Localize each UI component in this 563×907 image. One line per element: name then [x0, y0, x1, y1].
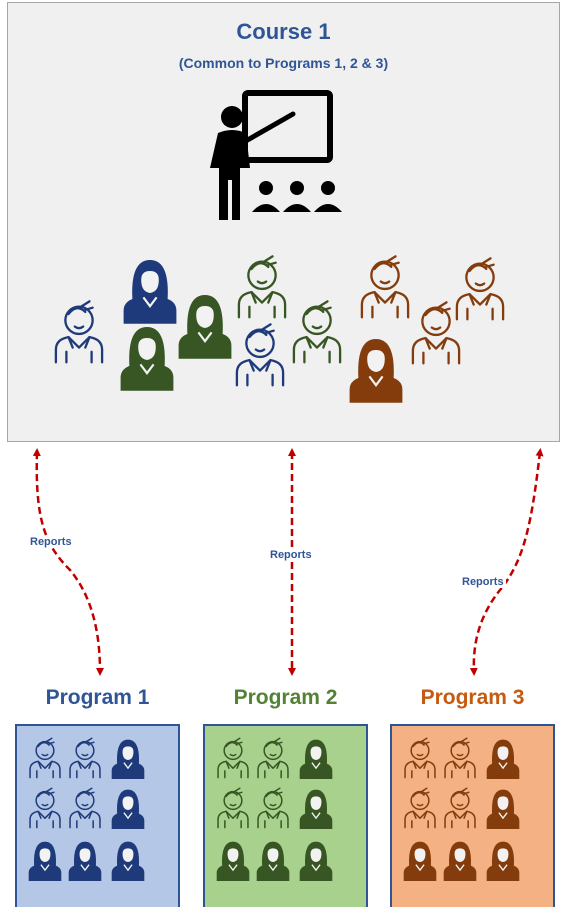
- student-girl-icon: [486, 739, 520, 780]
- student-girl-icon: [299, 841, 333, 882]
- student-boy-icon: [237, 255, 287, 319]
- student-girl-icon: [299, 789, 333, 830]
- student-boy-icon: [29, 737, 61, 779]
- student-girl-icon: [111, 789, 145, 830]
- student-boy-icon: [69, 737, 101, 779]
- connector-arrow-program-1: [32, 448, 104, 676]
- student-girl-icon: [299, 739, 333, 780]
- student-girl-icon: [111, 841, 145, 882]
- student-boy-icon: [360, 255, 410, 319]
- student-girl-icon: [120, 327, 174, 391]
- student-boy-icon: [455, 257, 505, 321]
- student-girl-icon: [403, 841, 437, 882]
- student-girl-icon: [486, 841, 520, 882]
- reports-label-3: Reports: [460, 576, 506, 588]
- student-boy-icon: [404, 787, 436, 829]
- student-girl-icon: [178, 295, 232, 359]
- student-girl-icon: [349, 339, 403, 403]
- student-girl-icon: [111, 739, 145, 780]
- student-boy-icon: [217, 787, 249, 829]
- student-boy-icon: [257, 787, 289, 829]
- reports-label-1: Reports: [28, 536, 74, 548]
- student-girl-icon: [256, 841, 290, 882]
- student-boy-icon: [257, 737, 289, 779]
- student-girl-icon: [216, 841, 250, 882]
- student-boy-icon: [404, 737, 436, 779]
- student-girl-icon: [68, 841, 102, 882]
- student-girl-icon: [28, 841, 62, 882]
- student-girl-icon: [123, 260, 177, 324]
- program-3-title: Program 3: [420, 686, 525, 709]
- student-girl-icon: [486, 789, 520, 830]
- program-2-title: Program 2: [233, 686, 338, 709]
- connector-arrow-program-3: [469, 448, 544, 676]
- student-boy-icon: [292, 300, 342, 364]
- student-boy-icon: [235, 323, 285, 387]
- student-boy-icon: [29, 787, 61, 829]
- student-boy-icon: [217, 737, 249, 779]
- student-girl-icon: [443, 841, 477, 882]
- student-boy-icon: [444, 737, 476, 779]
- course-subtitle: (Common to Programs 1, 2 & 3): [178, 55, 389, 71]
- reports-label-2: Reports: [268, 549, 314, 561]
- course-title: Course 1: [236, 19, 331, 44]
- program-1-title: Program 1: [45, 686, 150, 709]
- student-boy-icon: [411, 301, 461, 365]
- student-boy-icon: [54, 300, 104, 364]
- student-boy-icon: [69, 787, 101, 829]
- student-boy-icon: [444, 787, 476, 829]
